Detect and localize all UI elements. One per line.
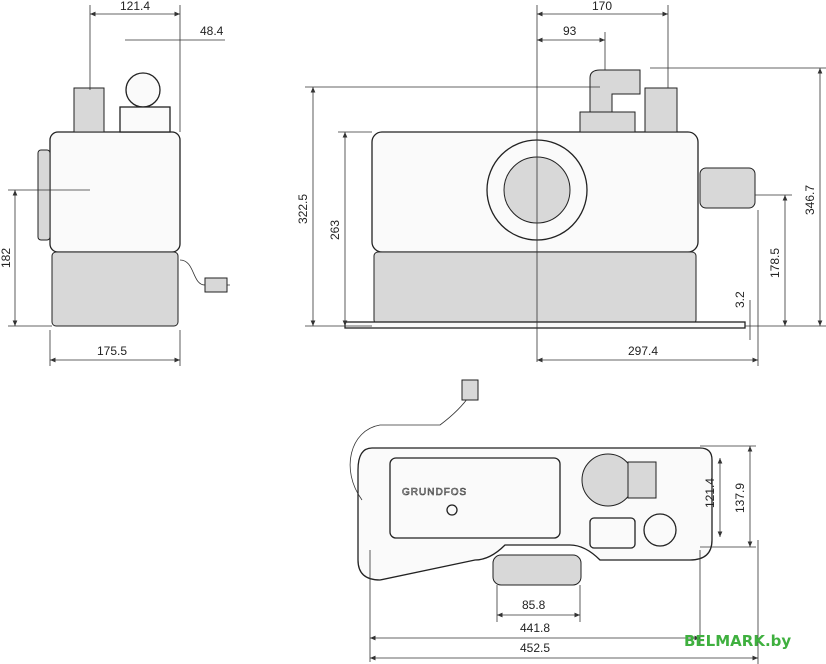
top-vent-fitting bbox=[627, 461, 657, 499]
top-screw bbox=[446, 504, 458, 516]
dim-front-fitting-offset: 93 bbox=[563, 24, 577, 38]
side-vent-base bbox=[119, 106, 171, 133]
dim-front-body-height: 263 bbox=[328, 220, 342, 240]
top-power-cable bbox=[349, 394, 471, 501]
dim-top-width-outer: 452.5 bbox=[520, 641, 550, 655]
dim-top-depth-outer: 137.9 bbox=[733, 483, 747, 513]
top-access-port bbox=[589, 517, 636, 549]
side-body-upper bbox=[49, 131, 181, 253]
dim-top-depth-inner: 121.4 bbox=[703, 478, 717, 508]
dim-front-half-width: 297.4 bbox=[628, 344, 658, 358]
watermark: BELMARK.by bbox=[684, 632, 791, 650]
dim-side-width: 175.5 bbox=[97, 344, 127, 358]
dim-top-width-inner: 441.8 bbox=[520, 621, 550, 635]
top-side-port bbox=[643, 513, 677, 547]
dim-front-base: 3.2 bbox=[733, 291, 747, 308]
dim-front-inlet-height: 178.5 bbox=[768, 248, 782, 278]
side-vent-fitting bbox=[125, 72, 161, 108]
front-body-lower bbox=[373, 251, 697, 325]
top-inlet-collar bbox=[492, 554, 582, 586]
top-view: GRUNDFOS 121.4 137.9 85.8 441.8 452.5 bbox=[349, 379, 759, 664]
side-outlet-fitting bbox=[73, 87, 105, 133]
side-inlet-flange bbox=[37, 149, 51, 241]
side-view: 121.4 48.4 182 175.5 bbox=[0, 0, 230, 366]
brand-logo: GRUNDFOS bbox=[402, 487, 467, 498]
power-plug-icon bbox=[204, 277, 228, 293]
dim-top-inlet-diameter: 85.8 bbox=[522, 598, 546, 612]
side-body-lower bbox=[51, 251, 179, 327]
dim-side-height: 182 bbox=[0, 248, 13, 268]
front-side-inlet bbox=[699, 167, 756, 209]
dim-front-outlet-height: 346.7 bbox=[803, 185, 817, 215]
dim-side-fitting-offset: 48.4 bbox=[200, 24, 224, 38]
top-power-plug-icon bbox=[461, 379, 479, 401]
front-outlet-base bbox=[579, 111, 636, 133]
top-lid bbox=[389, 457, 561, 539]
top-outlet bbox=[581, 453, 635, 507]
front-outlet-elbow bbox=[589, 69, 641, 113]
dim-front-top-width: 170 bbox=[592, 0, 612, 13]
front-vent-fitting bbox=[644, 87, 678, 133]
front-base bbox=[344, 321, 746, 329]
dim-side-top-width: 121.4 bbox=[120, 0, 150, 13]
front-view: 170 93 322.5 263 346.7 178.5 3.2 297.4 bbox=[296, 0, 826, 366]
dim-front-total-height: 322.5 bbox=[296, 194, 310, 224]
